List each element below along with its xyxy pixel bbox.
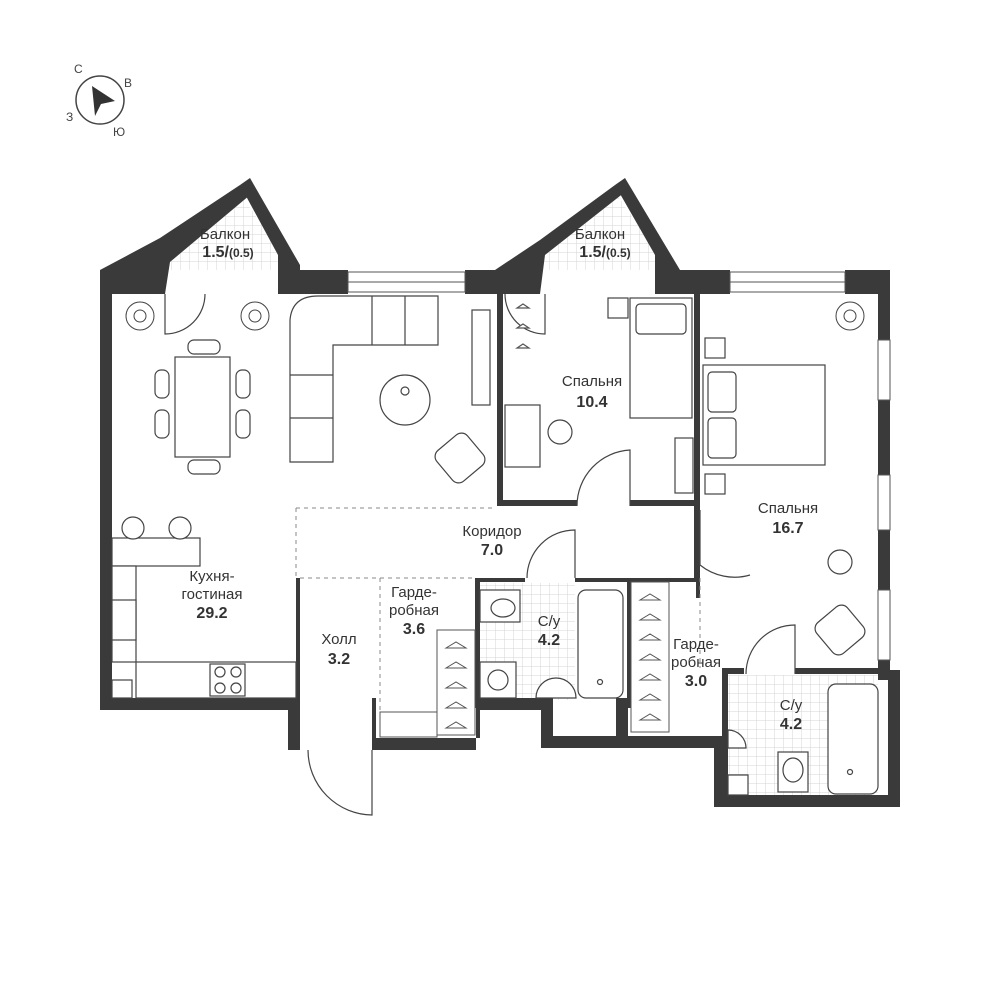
- balcony-left-floor: [170, 192, 278, 270]
- kitchen-living-name-2: гостиная: [181, 586, 243, 603]
- wardrobe-right-name-1: Гарде-: [673, 636, 719, 653]
- bar-counter: [111, 516, 201, 567]
- balcony-right-floor: [540, 192, 655, 270]
- balcony-left-name: Балкон: [199, 226, 251, 243]
- wardrobe-left-area: 3.6: [402, 621, 426, 638]
- hall-name: Холл: [321, 631, 357, 648]
- armchair: [434, 432, 486, 484]
- kitchen-living-area: 29.2: [196, 605, 228, 622]
- coffee-table: [379, 374, 431, 426]
- windows: [347, 271, 891, 661]
- bathroom-center-fixtures: [479, 589, 624, 699]
- bathroom-right-area: 4.2: [779, 716, 803, 733]
- balcony-right-name: Балкон: [574, 226, 626, 243]
- dining-table: [154, 339, 251, 475]
- compass-north-label: С: [74, 62, 83, 76]
- compass-west-label: З: [66, 110, 74, 124]
- bathroom-center-name: С/у: [537, 613, 561, 630]
- wardrobe-right-area: 3.0: [684, 673, 708, 690]
- balcony-left-area: 1.5/(0.5): [202, 244, 254, 261]
- small-bedroom-furniture: [504, 297, 694, 494]
- kitchen-counter: [111, 565, 297, 699]
- wardrobe-left-name-2: робная: [388, 602, 440, 619]
- hall-area: 3.2: [327, 651, 351, 668]
- bathroom-right-name: С/у: [779, 697, 803, 714]
- bedroom-small-area: 10.4: [576, 394, 608, 411]
- wardrobe-right-name-2: робная: [670, 654, 722, 671]
- walls: [100, 178, 900, 807]
- doors: [164, 293, 796, 816]
- compass: [75, 75, 125, 125]
- balcony-right-area: 1.5/(0.5): [579, 244, 631, 261]
- bathroom-center-area: 4.2: [537, 632, 561, 649]
- compass-east-label: В: [124, 76, 133, 90]
- bathroom-right-fixtures: [727, 683, 879, 796]
- corridor-name: Коридор: [462, 523, 522, 540]
- large-bedroom-furniture: [702, 337, 866, 656]
- dashed-lines: [295, 507, 701, 738]
- compass-south-label: Ю: [113, 125, 126, 139]
- bedroom-large-name: Спальня: [757, 500, 819, 517]
- kitchen-living-name-1: Кухня-: [189, 568, 235, 585]
- corridor-area: 7.0: [480, 542, 504, 559]
- plants: [125, 301, 865, 331]
- wardrobe-hangers: [379, 581, 670, 738]
- bedroom-large-area: 16.7: [772, 520, 804, 537]
- bedroom-small-name: Спальня: [561, 373, 623, 390]
- wardrobe-left-name-1: Гарде-: [391, 584, 437, 601]
- tv-stand: [471, 309, 491, 406]
- sofa: [289, 295, 439, 463]
- compass-arrow-icon: [92, 86, 115, 116]
